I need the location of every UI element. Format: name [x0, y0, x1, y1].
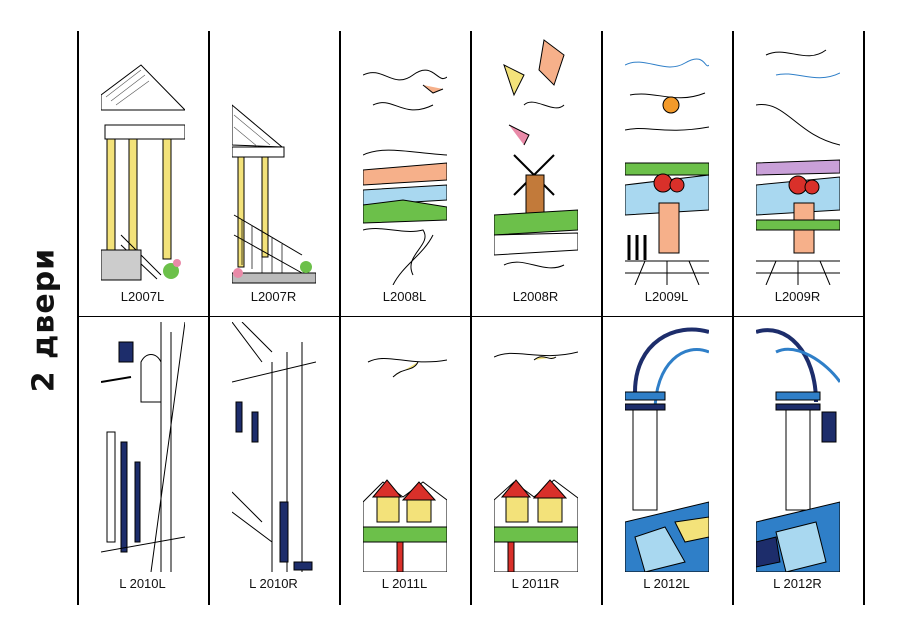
door-panel[interactable]: L 2011L [339, 318, 470, 605]
street-illustration [232, 322, 316, 572]
porch-illustration [232, 104, 316, 284]
side-title: 2 двери [14, 247, 74, 393]
door-panel[interactable]: L2008L [339, 31, 470, 318]
panel-code: L2008R [512, 289, 559, 304]
terrace-illustration [756, 49, 840, 285]
panel-code: L2008L [382, 289, 427, 304]
panel-code: L 2011R [511, 576, 560, 591]
door-panel[interactable]: L2008R [470, 31, 601, 318]
panel-code: L2009L [644, 289, 689, 304]
panel-code: L2007R [250, 289, 297, 304]
catalog-grid: L2007L L2007R L2008L [77, 31, 865, 605]
grid-divider [339, 31, 341, 605]
panel-code: L2007L [120, 289, 165, 304]
grid-divider [601, 31, 603, 605]
village-illustration [363, 357, 447, 572]
door-panel[interactable]: L 2010R [208, 318, 339, 605]
porch-illustration [101, 64, 185, 281]
grid-divider [863, 31, 865, 605]
arches-illustration [625, 327, 709, 572]
door-panel[interactable]: L2007L [77, 31, 208, 318]
panel-code: L 2010L [119, 576, 166, 591]
arches-illustration [756, 328, 840, 572]
door-panel[interactable]: L 2011R [470, 318, 601, 605]
grid-divider [470, 31, 472, 605]
terrace-illustration [625, 58, 709, 285]
door-panel[interactable]: L 2010L [77, 318, 208, 605]
door-panel[interactable]: L 2012R [732, 318, 863, 605]
side-title-text: 2 двери [26, 247, 62, 393]
panel-code: L 2012L [643, 576, 690, 591]
panel-code: L2009R [774, 289, 821, 304]
door-panel[interactable]: L 2012L [601, 318, 732, 605]
door-panel[interactable]: L2009L [601, 31, 732, 318]
panel-code: L 2010R [249, 576, 298, 591]
windmill-illustration [494, 39, 578, 269]
panel-code: L 2011L [381, 576, 428, 591]
grid-divider [77, 31, 79, 605]
grid-divider [732, 31, 734, 605]
street-illustration [101, 322, 185, 572]
row-divider [77, 316, 864, 317]
door-panel[interactable]: L2007R [208, 31, 339, 318]
village-illustration [494, 351, 578, 572]
door-panel[interactable]: L2009R [732, 31, 863, 318]
grid-divider [208, 31, 210, 605]
landscape-illustration [363, 69, 447, 285]
panel-code: L 2012R [773, 576, 822, 591]
